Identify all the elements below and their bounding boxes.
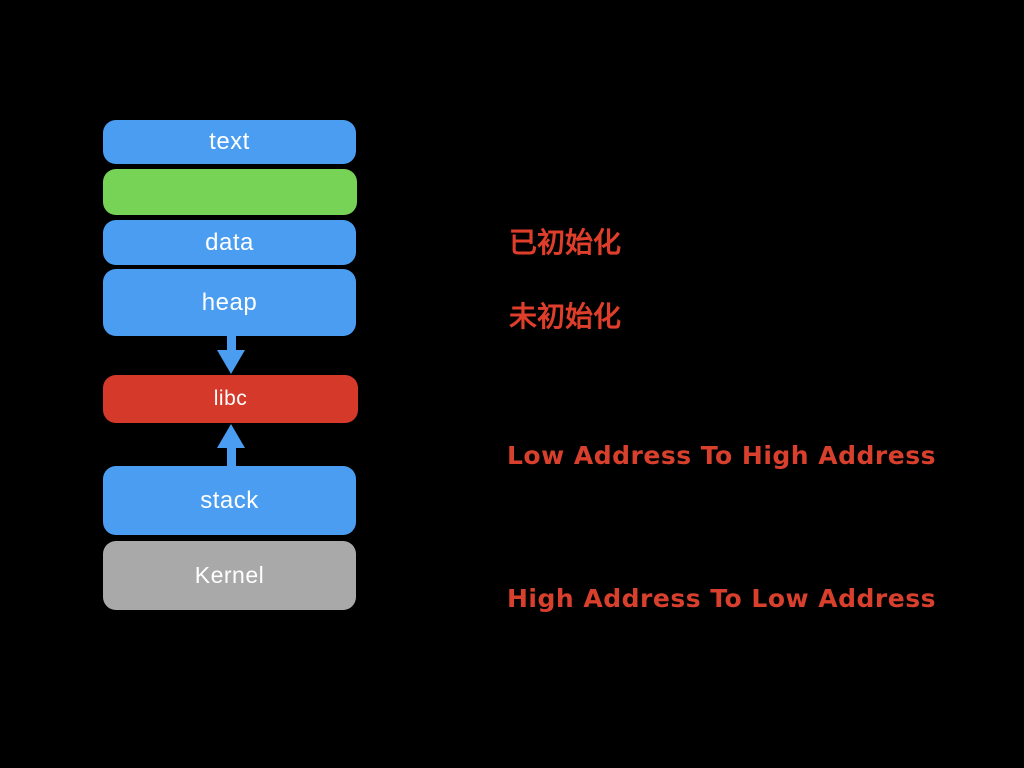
block-label-stack: stack: [200, 486, 259, 514]
block-stack: stack: [103, 466, 356, 535]
arrow-head: [217, 350, 245, 374]
block-label-data: data: [205, 228, 254, 256]
block-text: text: [103, 120, 356, 164]
block-label-text: text: [209, 128, 250, 155]
block-libc: libc: [103, 375, 358, 423]
annotation-low-to-high: Low Address To High Address: [507, 441, 936, 470]
arrow-stack-to-libc-icon: [217, 424, 245, 466]
arrow-stem: [226, 336, 236, 352]
annotation-high-to-low: High Address To Low Address: [507, 584, 936, 613]
block-label-kernel: Kernel: [194, 562, 265, 588]
annotation-uninitialized: 未初始化: [509, 300, 622, 333]
arrow-head: [217, 424, 245, 448]
block-heap: heap: [103, 269, 356, 336]
block-bss: [103, 169, 357, 215]
block-data: data: [103, 220, 356, 265]
arrow-heap-to-libc-icon: [217, 336, 245, 374]
arrow-stem: [226, 446, 236, 466]
block-label-libc: libc: [213, 387, 248, 410]
annotation-initialized: 已初始化: [509, 226, 622, 259]
block-kernel: Kernel: [103, 541, 356, 610]
block-label-heap: heap: [201, 288, 258, 316]
